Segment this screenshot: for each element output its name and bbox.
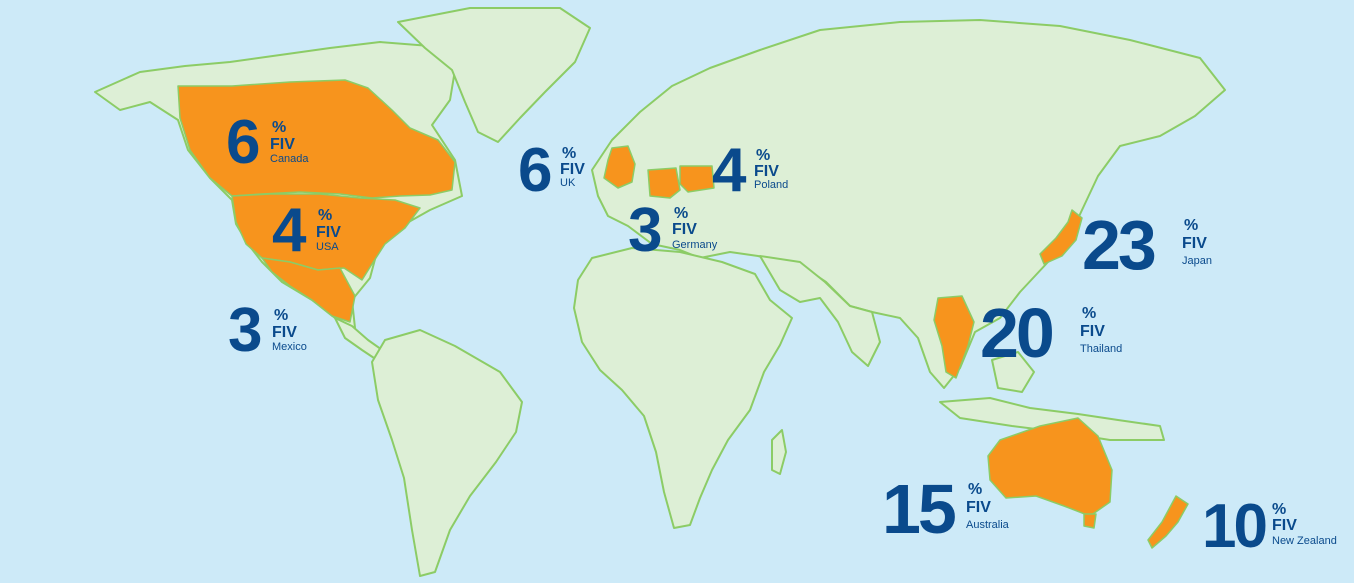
country-germany (647, 167, 681, 199)
stat-value: 6 (226, 108, 261, 177)
stat-label: FIV (560, 161, 585, 178)
stat-value: 20 (980, 294, 1055, 372)
country-japan (1039, 209, 1083, 265)
stat-country: Canada (270, 153, 309, 165)
landmass-south-america (371, 329, 523, 577)
stat-country: Japan (1182, 255, 1212, 267)
country-new-zealand (1147, 495, 1189, 549)
country-mexico (261, 257, 356, 323)
stat-label: FIV (672, 221, 697, 238)
stat-label: FIV (1182, 235, 1207, 252)
landmass-madagascar (771, 429, 787, 475)
stat-label: FIV (272, 324, 297, 341)
stat-country: UK (560, 177, 576, 189)
stat-unit: % (756, 147, 771, 164)
landmass-borneo (991, 351, 1035, 393)
stat-label: FIV (1080, 323, 1105, 340)
stat-unit: % (1082, 305, 1097, 322)
stat-value: 10 (1202, 492, 1268, 561)
country-poland (679, 165, 715, 193)
stat-unit: % (562, 145, 577, 162)
stat-unit: % (1272, 501, 1287, 518)
stat-label: FIV (270, 136, 295, 153)
country-thailand (933, 295, 975, 379)
stat-value: 3 (228, 296, 263, 365)
stat-country: Thailand (1080, 343, 1123, 355)
country-canada (177, 79, 456, 199)
stat-unit: % (968, 481, 983, 498)
landmass-south-asia (759, 255, 881, 367)
stat-country: Australia (966, 519, 1009, 531)
stat-value: 3 (628, 196, 663, 265)
stat-value: 4 (272, 196, 307, 265)
country-uk (603, 145, 636, 189)
country-usa (231, 193, 421, 281)
stat-country: Mexico (272, 341, 307, 353)
stat-value: 23 (1082, 206, 1157, 284)
stat-label: FIV (966, 499, 991, 516)
stat-unit: % (272, 119, 287, 136)
stat-value: 15 (882, 470, 957, 548)
stat-country: Poland (754, 179, 789, 191)
stat-label: FIV (1272, 517, 1297, 534)
landmass-africa (573, 247, 793, 529)
stat-unit: % (274, 307, 289, 324)
landmass-indonesia (939, 397, 1165, 441)
stat-value: 6 (518, 136, 553, 205)
stat-value: 4 (712, 136, 747, 205)
stat-label: FIV (316, 224, 341, 241)
stat-country: USA (316, 241, 339, 253)
stat-unit: % (318, 207, 333, 224)
stat-label: FIV (754, 163, 779, 180)
landmass-greenland (397, 7, 591, 143)
country-australia-tasmania (1083, 513, 1097, 529)
stat-country: New Zealand (1272, 535, 1337, 547)
landmass-eurasia (591, 19, 1226, 389)
stat-unit: % (1184, 217, 1199, 234)
stat-country: Germany (672, 239, 718, 251)
stat-unit: % (674, 205, 689, 222)
